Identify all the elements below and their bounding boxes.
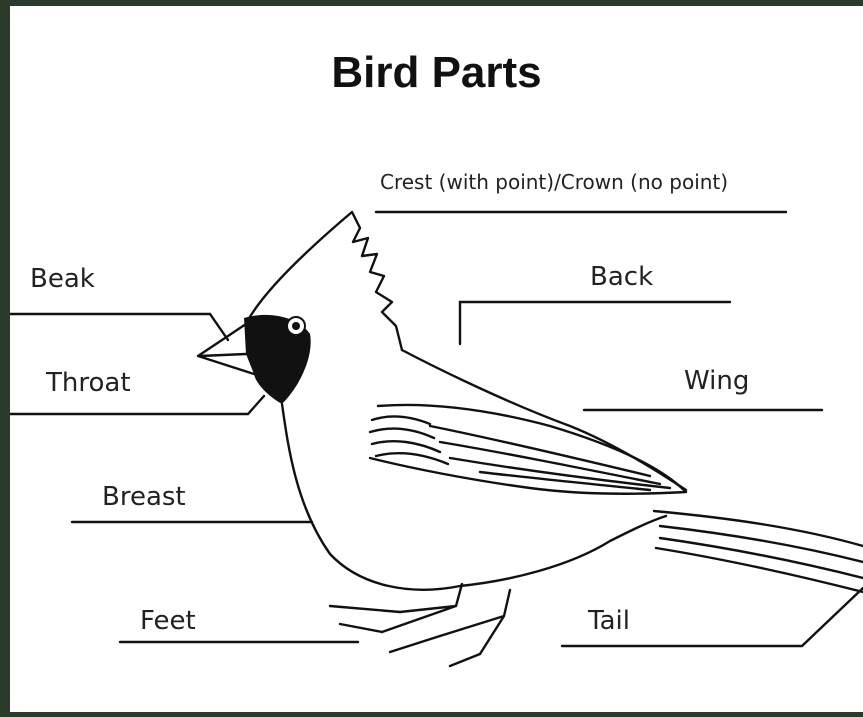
bird-illustration: [10, 6, 863, 712]
tail-feather: [660, 538, 863, 578]
label-beak: Beak: [30, 264, 95, 294]
leg: [440, 590, 510, 654]
label-wing: Wing: [684, 366, 749, 396]
belly-outline: [460, 516, 666, 586]
label-back: Back: [590, 262, 653, 292]
toe: [330, 606, 480, 666]
wing-feather: [372, 441, 440, 452]
tail-feather: [660, 526, 863, 562]
diagram-slide: Bird Parts: [10, 6, 863, 712]
beak-leader-line: [10, 314, 228, 340]
wing-feather: [372, 417, 430, 424]
back-leader-line: [460, 302, 730, 344]
label-tail: Tail: [588, 606, 630, 636]
label-feet: Feet: [140, 606, 196, 636]
wing-feather: [440, 442, 660, 484]
wing-feather: [370, 429, 434, 438]
label-crest: Crest (with point)/Crown (no point): [380, 170, 728, 194]
label-throat: Throat: [46, 368, 131, 398]
throat-leader-line: [10, 396, 264, 414]
leg: [382, 584, 462, 632]
label-breast: Breast: [102, 482, 186, 512]
back-outline: [402, 350, 686, 490]
beak-split: [200, 354, 246, 356]
